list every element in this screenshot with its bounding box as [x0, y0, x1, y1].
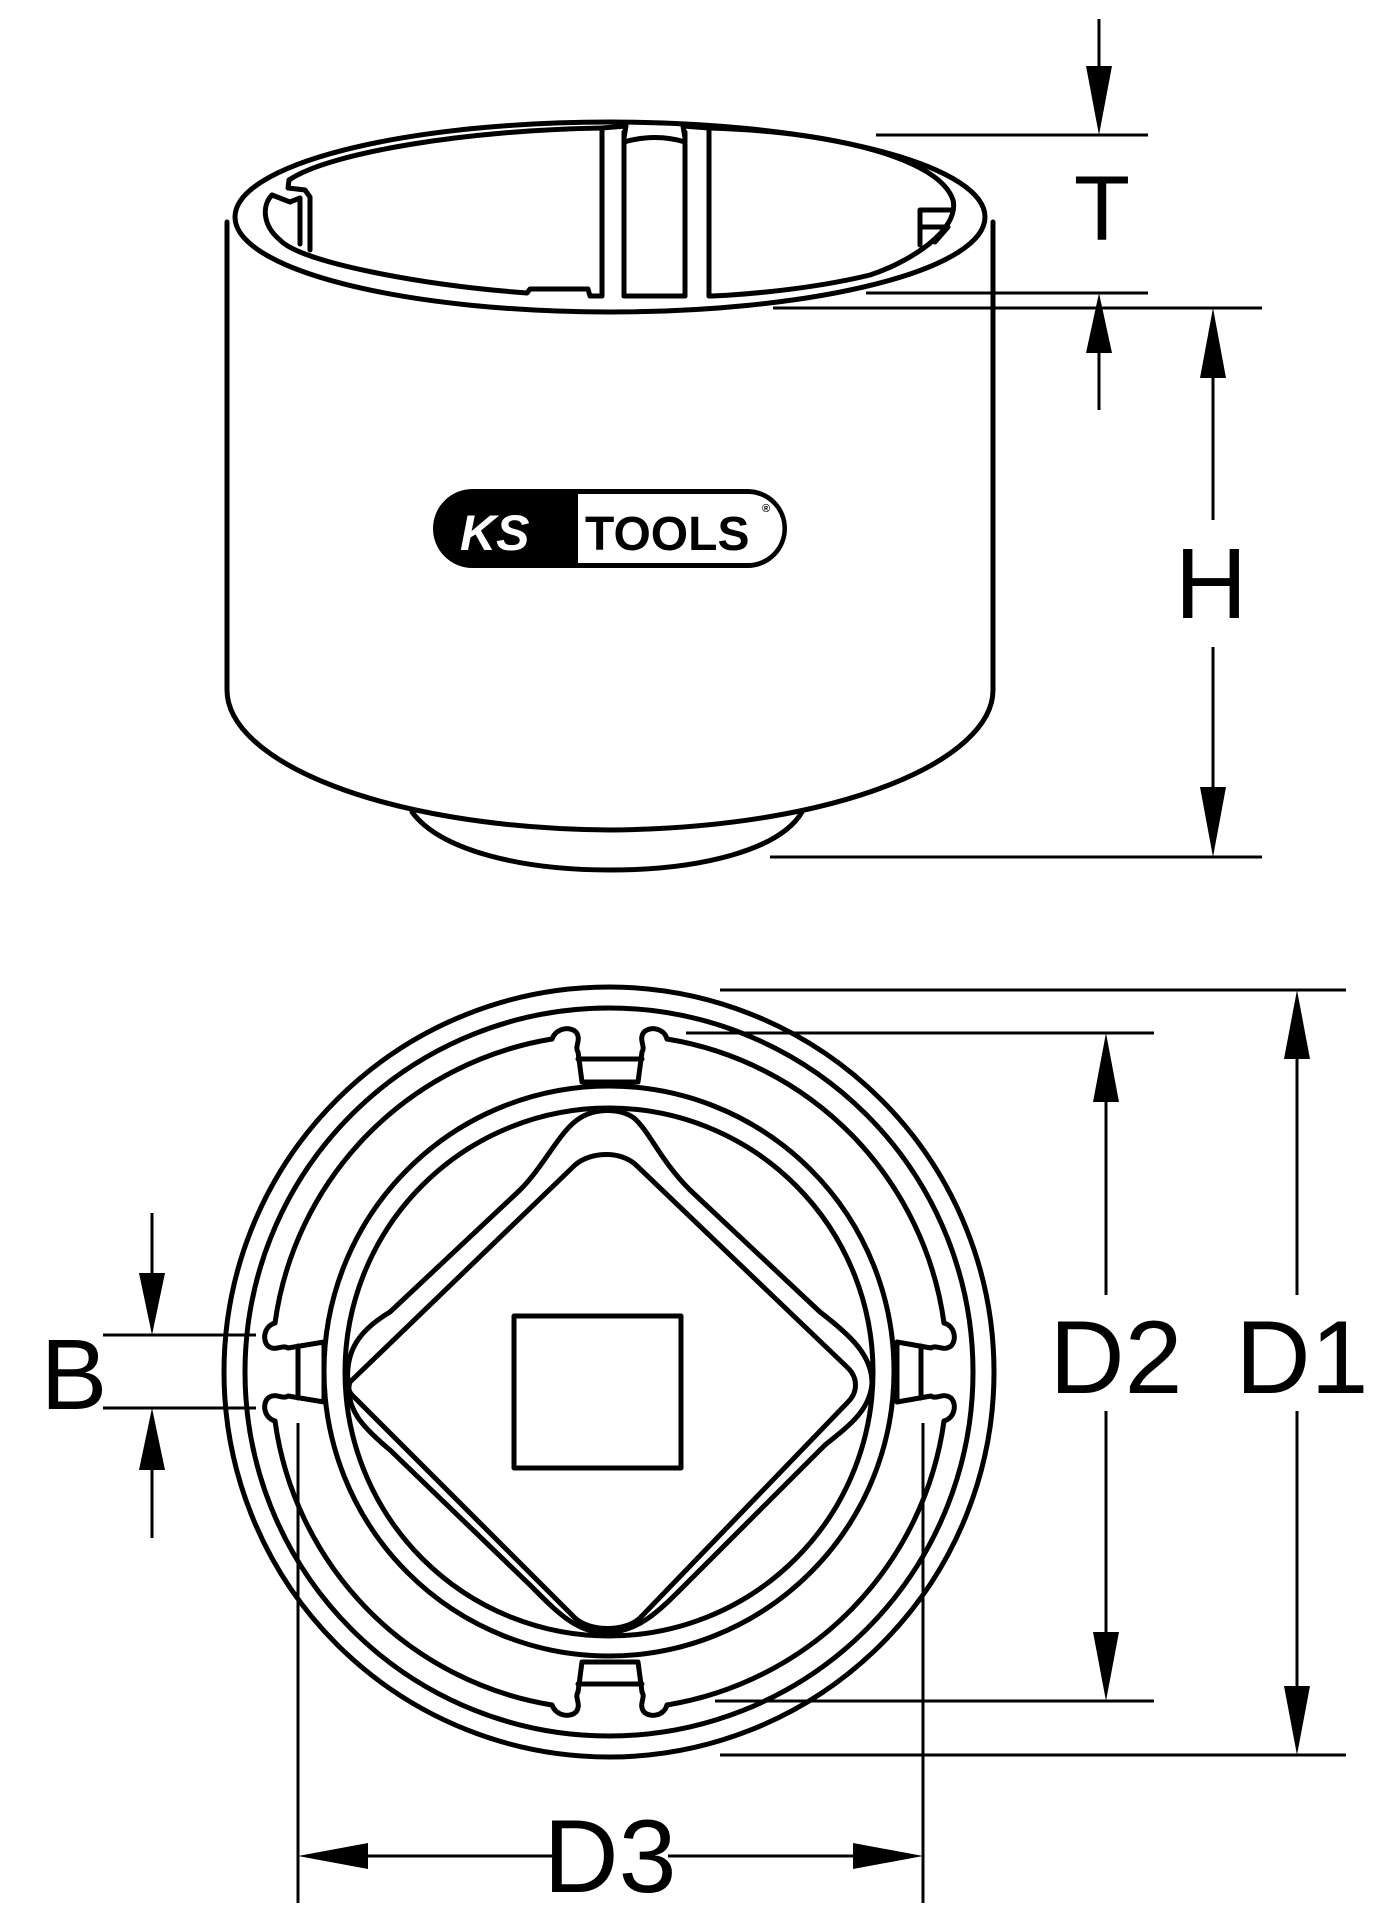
dimension-t: T [866, 19, 1148, 410]
inner-ring-1 [321, 1083, 897, 1659]
inner-ring-2 [342, 1105, 876, 1639]
logo-ks-text: KS [460, 505, 529, 561]
outer-ring [221, 984, 997, 1760]
brand-logo: KS TOOLS ® [433, 489, 787, 568]
dimension-label-h: H [1175, 528, 1247, 640]
square-drive [511, 1313, 684, 1471]
top-notch [549, 1026, 670, 1085]
dimension-label-d3: D3 [544, 1799, 677, 1915]
logo-right-panel [578, 494, 783, 563]
socket-inner-rim [262, 125, 957, 299]
socket-top-slot [599, 123, 712, 299]
dimension-b: B [41, 1213, 256, 1538]
right-notch [894, 1320, 957, 1424]
dimension-h: H [770, 306, 1262, 859]
bottom-notch [549, 1659, 670, 1718]
side-view: KS TOOLS ® [224, 119, 996, 873]
socket-left-lug [269, 177, 313, 253]
socket-drive-nub [409, 809, 805, 873]
dimension-label-d2: D2 [1050, 1300, 1183, 1416]
dimension-label-b: B [41, 1319, 108, 1431]
bottom-view [221, 984, 997, 1760]
logo-tools-text: TOOLS [585, 508, 749, 561]
dimension-d3: D3 [296, 1423, 925, 1915]
logo-registered-mark: ® [762, 503, 770, 515]
second-ring [242, 1005, 976, 1739]
dimension-d1: D1 [720, 988, 1369, 1757]
socket-right-lug [917, 207, 956, 248]
inner-diamond-profile [346, 1152, 858, 1631]
outer-diamond-profile [345, 1108, 875, 1636]
groove-ring [272, 1036, 947, 1708]
dimension-d2: D2 [686, 1031, 1183, 1703]
socket-body-outline [224, 219, 996, 833]
left-notch [262, 1320, 327, 1424]
dimension-label-t: T [1074, 158, 1130, 260]
socket-outer-rim [232, 119, 988, 315]
dimension-label-d1: D1 [1236, 1300, 1369, 1416]
